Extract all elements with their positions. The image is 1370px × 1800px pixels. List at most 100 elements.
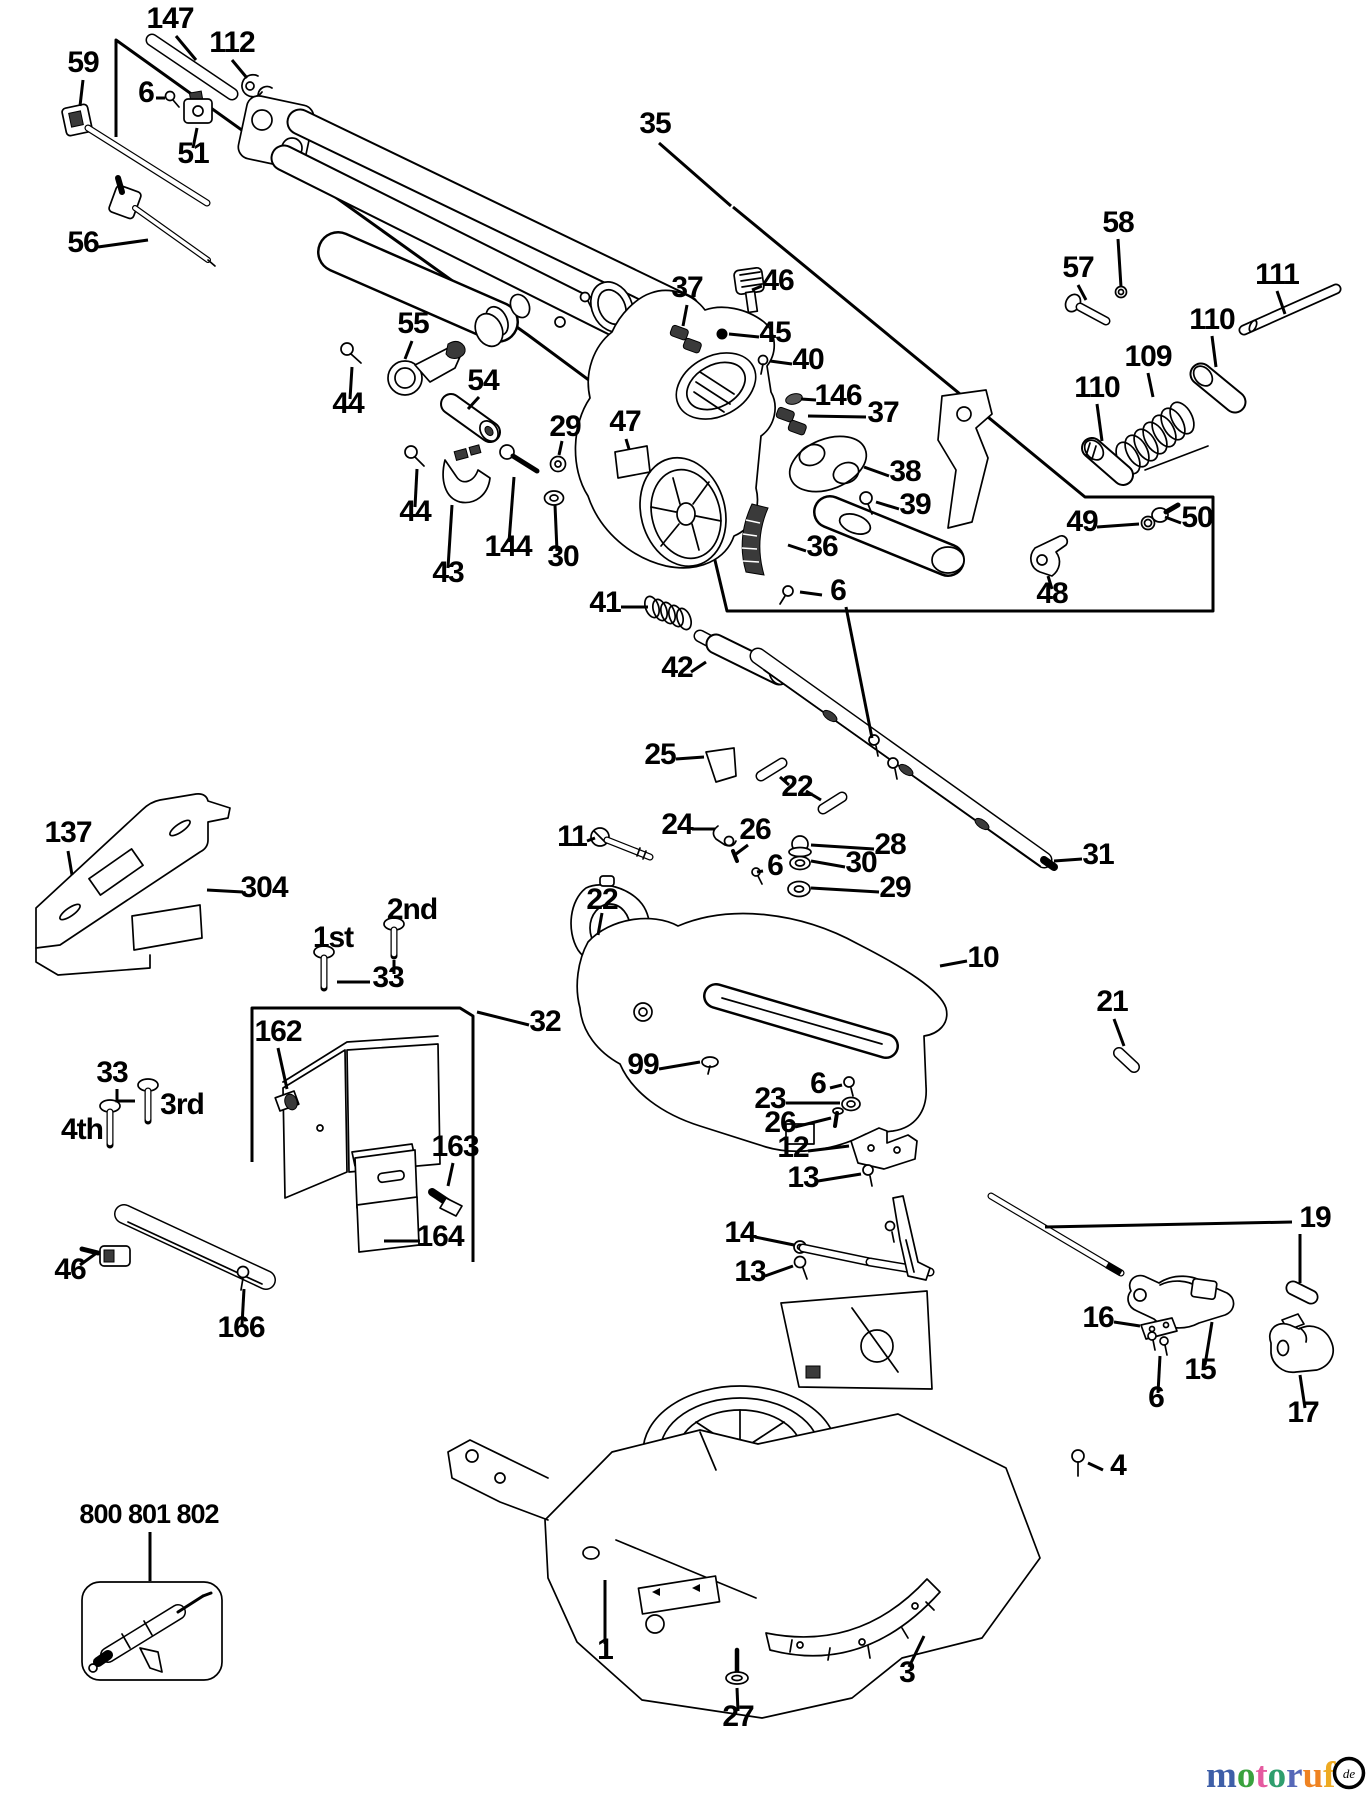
leader-38: [863, 465, 890, 478]
leader-109: [1146, 372, 1155, 398]
kit-box-800: [81, 1581, 223, 1681]
rail-screws-6: [868, 734, 899, 780]
leader-22: [596, 912, 604, 936]
leader-42: [690, 660, 707, 674]
watermark-letter: o: [1237, 1755, 1256, 1796]
callout-33: 33: [372, 961, 404, 994]
callout-37: 37: [671, 271, 703, 304]
callout-6: 6: [1148, 1381, 1164, 1414]
screw-6-top: [164, 90, 180, 108]
leader-15: [1203, 1321, 1214, 1366]
callout-6: 6: [830, 574, 846, 607]
callout-35: 35: [639, 107, 671, 140]
callout-14: 14: [724, 1216, 757, 1249]
rail-31: [749, 647, 1058, 871]
screw-57: [1064, 293, 1111, 326]
callout-55: 55: [397, 307, 429, 340]
watermark-letter: u: [1303, 1755, 1324, 1796]
leader-37: [681, 304, 689, 327]
fence-assembly-32: [79, 1035, 463, 1291]
leader-304: [206, 888, 244, 894]
leader-44: [413, 468, 419, 508]
leader-48: [1046, 575, 1054, 590]
callout-3: 3: [899, 1656, 915, 1689]
gearcase-housing: [574, 289, 776, 569]
leader-49: [1096, 522, 1140, 529]
leader-137: [66, 850, 74, 876]
washer-29-lower: [787, 880, 811, 898]
callout-23: 23: [754, 1082, 786, 1115]
callout-17: 17: [1287, 1396, 1319, 1429]
callout-42: 42: [661, 651, 693, 684]
screw-50: [1151, 502, 1181, 523]
slide-rails-assembly: [237, 95, 700, 356]
leader-6: [844, 606, 874, 739]
leader-26: [735, 843, 749, 856]
callout-164: 164: [416, 1220, 464, 1253]
callout-36: 36: [806, 530, 838, 563]
stud-40: [757, 354, 769, 375]
lock-lever-55: [387, 340, 466, 396]
pin-21: [1113, 1047, 1140, 1073]
plate-16: [1140, 1317, 1178, 1340]
callout-28: 28: [874, 828, 906, 861]
sleeve-110-left: [1081, 437, 1134, 486]
callout-41: 41: [589, 586, 621, 619]
callout-48: 48: [1036, 577, 1068, 610]
callout-54: 54: [467, 364, 500, 397]
leader-30: [810, 859, 846, 869]
leader-33: [115, 1089, 135, 1103]
leader-59: [78, 79, 85, 107]
callout-11: 11: [557, 820, 587, 853]
pin-54: [440, 393, 501, 443]
callout-33: 33: [96, 1056, 128, 1089]
leader-46: [79, 1250, 99, 1267]
part-number-callouts: 1471125965156354637454014637383936472955…: [44, 2, 1332, 1733]
leader-36: [787, 543, 807, 553]
callout-31: 31: [1082, 838, 1114, 871]
handle-rod-147: [145, 33, 239, 101]
callout-111: 111: [1255, 258, 1299, 291]
screw-4: [1071, 1449, 1085, 1477]
callout-29: 29: [879, 871, 911, 904]
callout-110: 110: [1189, 303, 1235, 336]
bolt-11: [590, 827, 654, 861]
watermark-motoruf: motoruf de: [1206, 1755, 1366, 1796]
callout-800 801 802: 800 801 802: [79, 1499, 218, 1529]
washer-30-upper: [543, 490, 565, 506]
leader-39: [875, 500, 900, 511]
pin-26-lower: [832, 1107, 844, 1128]
callout-12: 12: [777, 1131, 809, 1164]
callout-146: 146: [814, 379, 861, 412]
bolt-27: [725, 1647, 749, 1685]
leader-31: [1053, 857, 1083, 863]
screw-39: [859, 491, 873, 515]
leader-16: [1113, 1320, 1141, 1328]
leader-29: [557, 440, 564, 456]
leader-163: [446, 1162, 455, 1187]
screw-1st: [313, 945, 335, 992]
rod-111: [1238, 283, 1342, 336]
pins-22: [755, 757, 848, 815]
leader-166: [240, 1288, 246, 1326]
screw-13-lower: [793, 1255, 808, 1280]
callout-43: 43: [432, 556, 464, 589]
callout-39: 39: [899, 488, 931, 521]
cap-nut-28: [788, 835, 812, 858]
callout-30: 30: [845, 846, 877, 879]
screw-44-lower: [404, 445, 425, 467]
callout-51: 51: [177, 137, 209, 170]
leader-27: [735, 1687, 740, 1712]
callout-162: 162: [254, 1015, 301, 1048]
leader-56: [97, 238, 149, 249]
screw-144: [499, 444, 540, 474]
callout-21: 21: [1096, 985, 1128, 1018]
leader-13: [817, 1172, 862, 1183]
arm-14: [793, 1195, 935, 1281]
base-casting-1: [447, 1413, 1041, 1719]
leader-6: [1156, 1355, 1162, 1394]
leader-146: [800, 397, 817, 402]
clamp-43: [442, 444, 491, 504]
callout-2nd: 2nd: [387, 893, 437, 926]
clip-24: [712, 825, 737, 847]
